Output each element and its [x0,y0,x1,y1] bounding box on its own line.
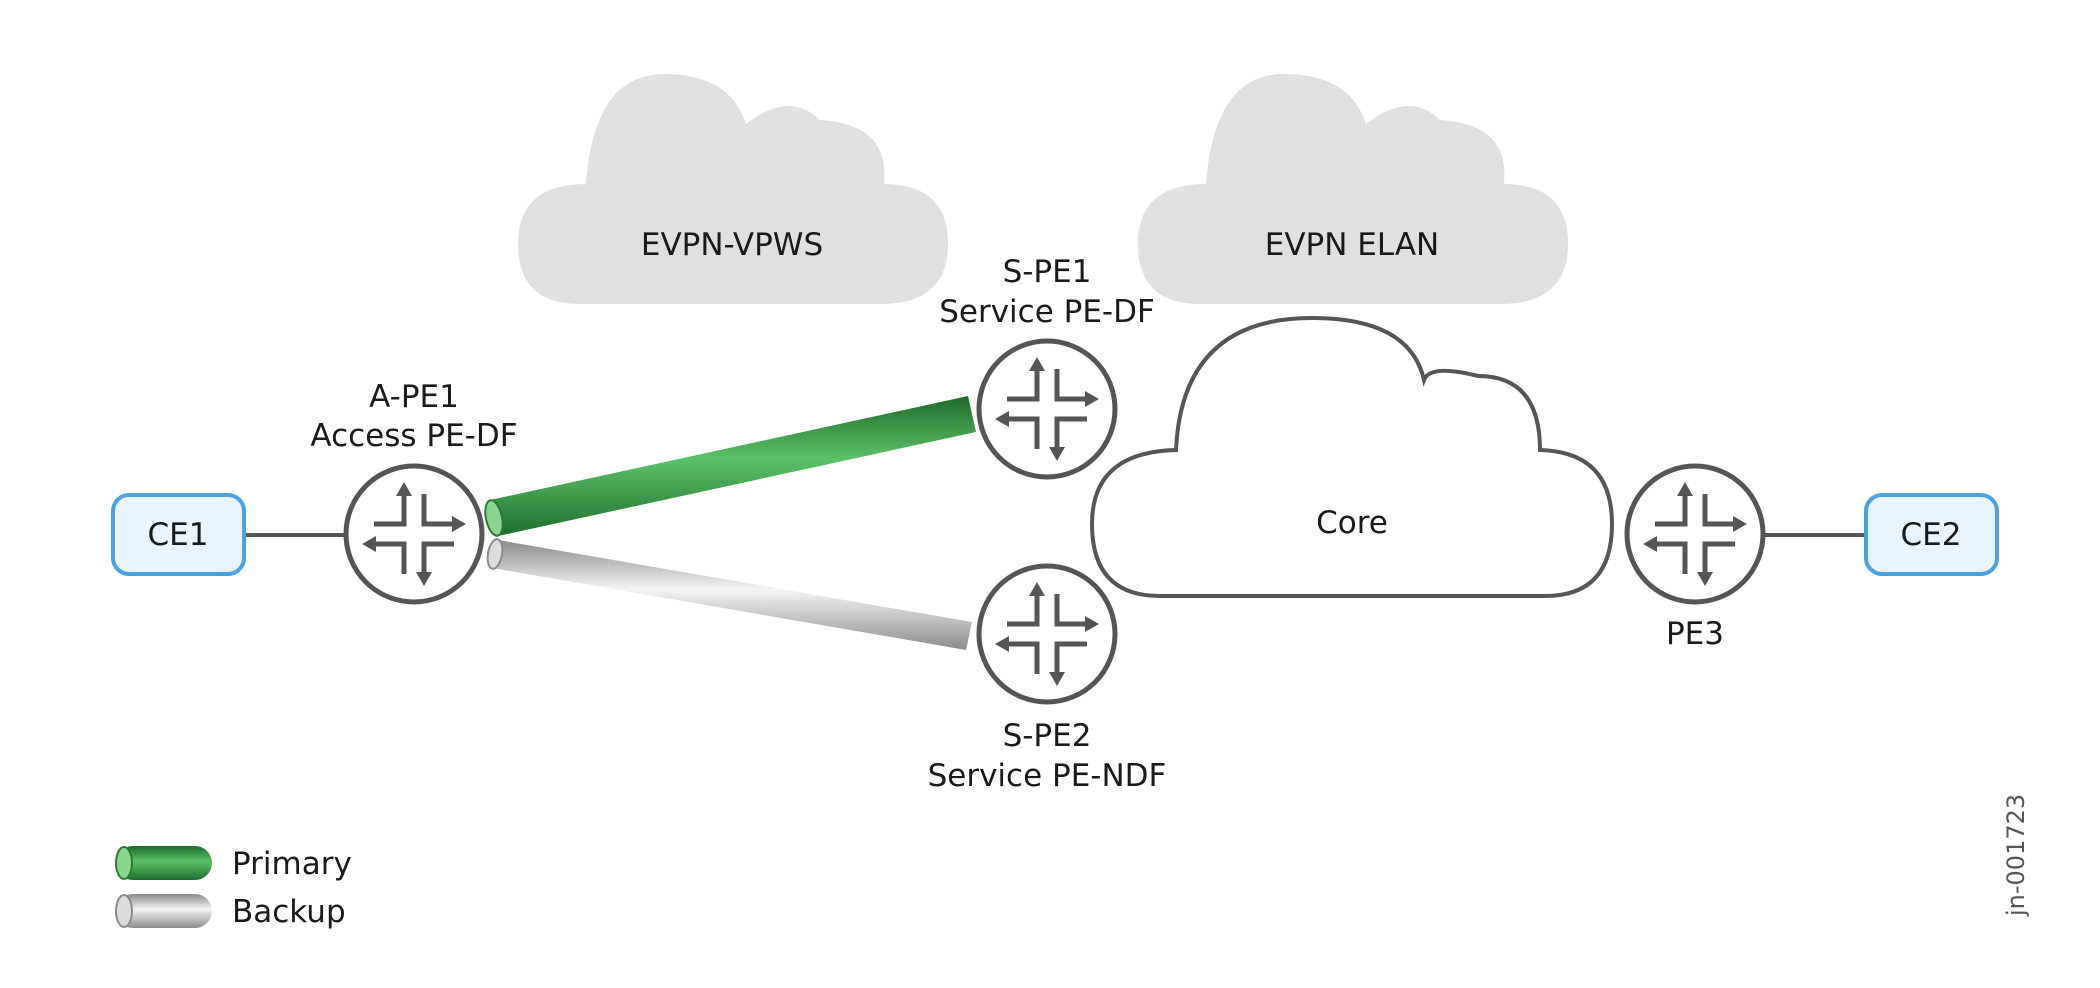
spe2-name: S-PE2 [1003,718,1092,754]
legend-primary-swatch [115,846,212,880]
evpn-vpws-label: EVPN-VPWS [641,227,823,263]
core-label: Core [1316,505,1388,541]
ce2-box: CE2 [1864,493,1999,576]
ce1-box: CE1 [111,493,246,576]
router-ape1 [343,463,485,605]
legend-backup-label: Backup [232,894,346,930]
router-pe3 [1624,463,1766,605]
ape1-name: A-PE1 [369,379,459,415]
primary-tunnel [484,396,976,537]
legend: Primary Backup [115,846,352,930]
spe1-name: S-PE1 [1003,254,1092,290]
ce1-label: CE1 [148,517,209,553]
legend-primary-label: Primary [232,846,352,882]
router-spe1 [976,338,1118,480]
figure-id: jn-001723 [2002,794,2030,917]
ce2-label: CE2 [1901,517,1962,553]
router-spe2 [976,563,1118,705]
evpn-vpws-cloud: EVPN-VPWS [518,74,948,304]
spe2-role: Service PE-NDF [928,758,1167,794]
spe1-role: Service PE-DF [939,294,1155,330]
core-cloud: Core [1089,315,1615,598]
evpn-elan-label: EVPN ELAN [1265,227,1440,263]
pe3-label: PE3 [1666,616,1724,652]
legend-backup-swatch [115,894,212,928]
ape1-role: Access PE-DF [310,418,517,454]
backup-tunnel [486,538,972,650]
evpn-elan-cloud: EVPN ELAN [1138,74,1568,304]
